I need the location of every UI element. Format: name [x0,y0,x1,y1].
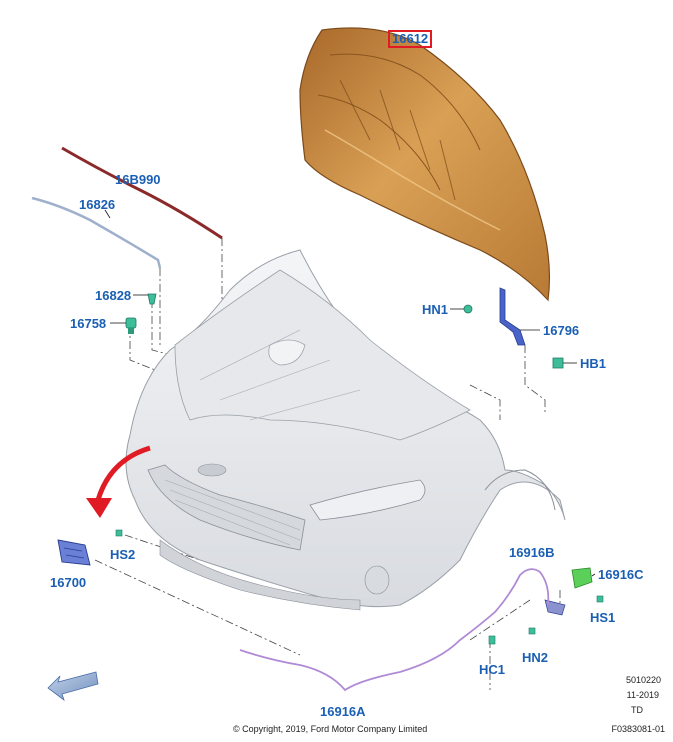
hinge-nut-part [463,304,473,314]
callout-hinge-nut[interactable]: HN1 [422,302,449,317]
latch-part [57,539,91,566]
prop-rod [31,196,162,269]
callout-cable-c[interactable]: 16916C [598,567,644,582]
callout-cable-a[interactable]: 16916A [320,704,366,719]
meta-code: 5010220 [625,675,661,685]
callout-bumper[interactable]: 16758 [70,316,107,331]
direction-arrow-head [86,498,112,518]
meta-figure-id: F0383081-01 [611,724,665,734]
hinge-nut-hn2-part [528,627,536,635]
callout-screw-hs2[interactable]: HS2 [110,547,136,562]
meta-date: 11-2019 [626,690,659,700]
weatherstrip-seal [61,146,223,240]
callout-clip[interactable]: HC1 [479,662,506,677]
hood-panel [299,27,551,302]
clip-hc1-part [488,635,496,645]
vehicle-front-body [125,249,566,611]
bumper-part [125,317,137,334]
hinge-part [499,287,526,346]
meta-type: TD [631,705,643,715]
callout-screw-hs1[interactable]: HS1 [590,610,616,625]
rod-clip-part [147,293,157,305]
direction-arrow [95,445,151,501]
callout-weatherstrip[interactable]: 16B990 [115,172,161,187]
screw-hs2-part [115,529,123,537]
callout-rod-clip[interactable]: 16828 [95,288,132,303]
callout-cable-b[interactable]: 16916B [509,545,555,560]
cable-16916c-part [571,567,593,589]
callout-hinge-nut-2[interactable]: HN2 [522,650,549,665]
front-direction-icon [47,671,99,702]
cable-bracket-part [544,599,566,616]
callout-hinge[interactable]: 16796 [543,323,580,338]
callout-latch[interactable]: 16700 [50,575,87,590]
screw-hs1-part [596,595,604,603]
hinge-bolt-part [552,357,564,369]
callout-prop-rod[interactable]: 16826 [79,197,116,212]
callout-pointers [104,209,596,577]
callout-hinge-bolt[interactable]: HB1 [580,356,607,371]
callout-hood[interactable]: 16612 [388,30,433,48]
release-cable [239,568,550,692]
copyright-notice: © Copyright, 2019, Ford Motor Company Li… [233,724,428,734]
